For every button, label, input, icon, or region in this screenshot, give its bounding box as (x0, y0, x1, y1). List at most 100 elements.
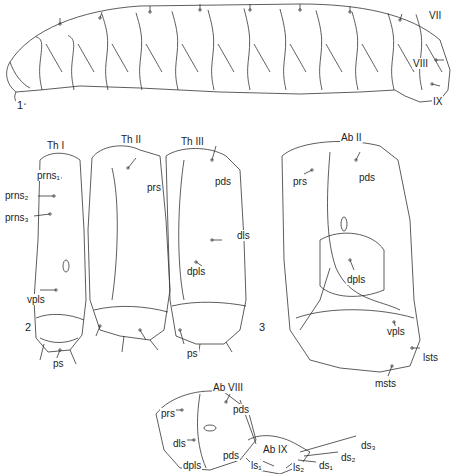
spiracle (341, 217, 347, 231)
chaeta-label: VII (428, 10, 442, 21)
segment-fold (362, 44, 378, 72)
segment-line (244, 8, 250, 90)
th1-outline (34, 153, 86, 352)
chaeta-label: dpls (182, 460, 202, 471)
segment-fold (78, 44, 94, 72)
setae (34, 4, 444, 468)
chaeta-label: lsts (422, 352, 439, 363)
seta (300, 4, 301, 10)
chaeta-label: IX (432, 96, 443, 107)
seta (40, 290, 56, 291)
th3-inner (172, 160, 246, 306)
chaeta-label: pds (232, 404, 250, 415)
seta (388, 366, 392, 376)
long-seta (304, 452, 338, 456)
seta (356, 152, 360, 160)
segment-fold (146, 44, 162, 72)
segment-line (352, 12, 358, 90)
chaeta-label: ds₁ (318, 460, 334, 471)
chaeta-label: pds (222, 450, 240, 461)
chaeta-label: ls₁ (250, 460, 263, 471)
chaeta-label: dls (172, 438, 187, 449)
seta (200, 4, 201, 10)
segment-line (136, 13, 142, 90)
seta (60, 18, 61, 24)
chaeta-label: prs (160, 408, 176, 419)
chaeta-label: ls₂ (292, 462, 305, 473)
chaeta-label: prs (292, 176, 308, 187)
chaeta-label: vpls (386, 326, 406, 337)
chaeta-label: pds (214, 176, 232, 187)
segment-line (208, 10, 214, 90)
chaeta-label: dpls (346, 274, 366, 285)
segment-fold (254, 44, 270, 72)
chaeta-label: dls (236, 230, 251, 241)
chaeta-label: prns₂ (4, 190, 29, 201)
th1-ventral (36, 314, 84, 342)
chaeta-label: Ab II (340, 132, 363, 143)
chaeta-label: msts (374, 378, 397, 389)
seta (304, 170, 312, 174)
chaeta-label: ps (186, 348, 199, 359)
chaeta-label: ds₂ (340, 452, 356, 463)
chaeta-label: 2 (24, 322, 32, 333)
chaeta-label: ps (52, 358, 65, 369)
head-outline (10, 62, 30, 104)
seta (350, 260, 354, 270)
th2-inner (94, 168, 168, 312)
legs (40, 336, 232, 364)
th3-outline (166, 149, 246, 345)
seta (186, 440, 194, 441)
spiracle (63, 260, 69, 272)
chaeta-label: vpls (26, 294, 46, 305)
seta (432, 84, 440, 86)
seta (350, 6, 351, 12)
ab2-inner (296, 152, 414, 330)
seta (226, 394, 230, 402)
chaeta-label: prns₁ (36, 170, 61, 181)
seta (128, 158, 136, 168)
seta (140, 330, 146, 340)
chaeta-label: Ab IX (262, 444, 288, 455)
chaeta-label: Th II (120, 134, 142, 145)
seta (436, 60, 444, 61)
segment-line (416, 14, 422, 90)
seta (212, 240, 222, 241)
chaeta-label: dpls (186, 266, 206, 277)
th2-outline (88, 146, 170, 340)
chaeta-label: prns₃ (4, 212, 30, 223)
chaeta-label: prs (146, 182, 162, 193)
ab2-dpls-area (320, 233, 384, 296)
larva-body-outline (7, 4, 450, 102)
chaeta-label: Ab VIII (212, 382, 244, 393)
ab8-outline (156, 391, 256, 470)
seta (96, 326, 100, 336)
seta (34, 214, 50, 216)
seta (250, 4, 251, 10)
segment-line (388, 13, 394, 90)
segment-fold (182, 44, 198, 72)
seta (38, 196, 54, 197)
chaeta-label: 1 (16, 100, 24, 111)
seta (400, 14, 402, 20)
chaeta-label: VIII (412, 58, 429, 69)
seta (412, 348, 420, 349)
segment-fold (218, 44, 234, 72)
segment-line (36, 37, 42, 90)
chaeta-label: ds₃ (360, 440, 377, 451)
ab9-outline (246, 436, 310, 474)
chaeta-label: Th I (46, 140, 65, 151)
chaeta-label: 3 (258, 322, 266, 333)
segment-fold (46, 44, 62, 72)
segment-fold (290, 44, 306, 72)
segment-line (102, 14, 108, 90)
seta (150, 6, 151, 12)
chaeta-label: Th III (180, 136, 205, 147)
segment-boundaries (36, 8, 442, 90)
ab8-inner (198, 394, 206, 468)
spiracle (204, 425, 216, 431)
seta (180, 330, 184, 344)
segment-line (172, 11, 178, 90)
ab2-outline (282, 141, 420, 372)
seta (212, 146, 216, 160)
